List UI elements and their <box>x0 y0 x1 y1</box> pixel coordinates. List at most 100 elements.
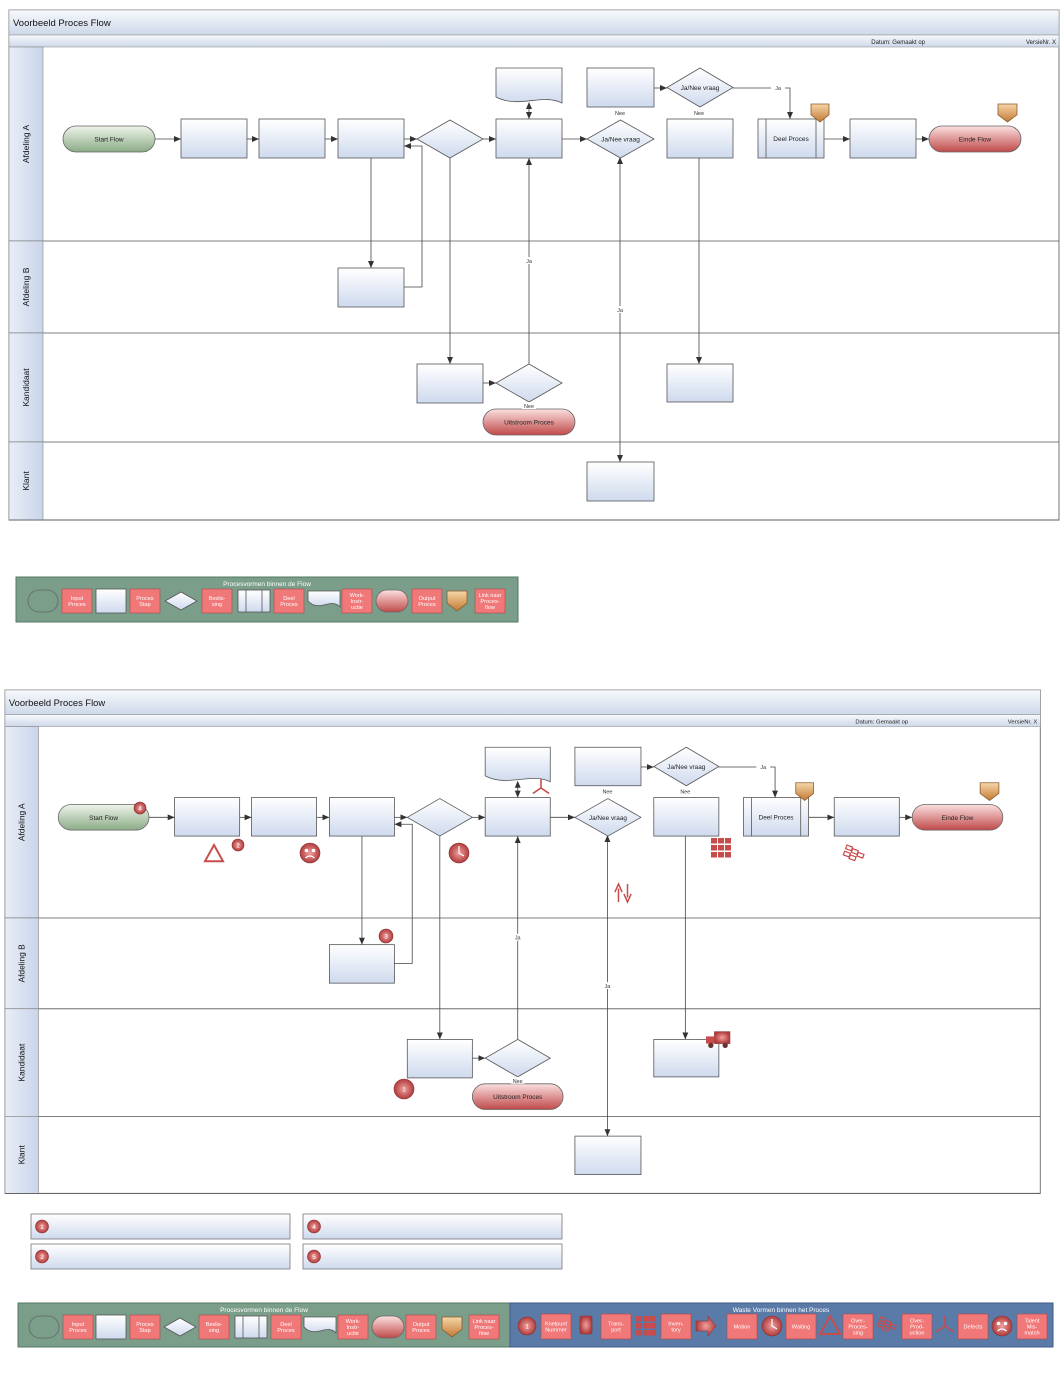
legend-process-box[interactable] <box>95 588 127 614</box>
process-step-b5[interactable] <box>574 746 642 787</box>
label-text-line: Mis- <box>1027 1324 1038 1330</box>
lane-header <box>8 46 44 242</box>
recycle-icon <box>818 1313 842 1335</box>
label-text-line: Beslis- <box>209 596 226 602</box>
link-to-flow-lk1[interactable] <box>795 782 814 802</box>
label-text-line: Stap <box>139 1328 151 1334</box>
knelpunt-field[interactable] <box>302 1243 563 1270</box>
grid-icon <box>711 838 731 858</box>
end-terminator[interactable] <box>928 125 1022 153</box>
process-step-b4[interactable] <box>484 797 551 837</box>
link-to-flow-lk2[interactable] <box>979 782 1000 802</box>
legend-end-shape[interactable] <box>375 589 409 613</box>
link-to-flow-lk2[interactable] <box>997 103 1018 123</box>
badge-icon: 1 <box>35 1219 49 1234</box>
process-step-bB[interactable] <box>328 944 395 984</box>
legend-end-shape[interactable] <box>371 1315 405 1339</box>
process-step-b7[interactable] <box>849 118 917 159</box>
process-step-b6[interactable] <box>666 118 734 159</box>
legend-subprocess-shape[interactable] <box>234 1315 268 1339</box>
link-to-flow-lk1[interactable] <box>810 103 830 123</box>
legend-label: Beslis-sing <box>198 1314 230 1340</box>
process-step-b2[interactable] <box>258 118 326 159</box>
legend-decision-shape[interactable] <box>164 591 198 611</box>
label-text-line: Proces <box>277 1328 295 1334</box>
lane-label: Afdeling A <box>21 125 31 164</box>
legend-label: Beslis-sing <box>201 588 233 614</box>
pallets-icon <box>876 1316 897 1332</box>
process-step-b4[interactable] <box>495 118 563 159</box>
work-instruction-document[interactable] <box>495 67 563 104</box>
label-text-line: sing <box>853 1331 863 1337</box>
sub-process[interactable] <box>757 118 825 159</box>
process-step-bK2[interactable] <box>653 1039 720 1078</box>
lane-header <box>8 441 44 521</box>
connector-arrow <box>733 87 793 119</box>
badge-number: 2 <box>40 1254 44 1261</box>
label-text-line: Over- <box>851 1318 865 1324</box>
label-text-line: Knelpunt <box>545 1321 568 1327</box>
sub-process[interactable] <box>743 797 809 837</box>
decision-d1[interactable] <box>406 798 474 837</box>
work-instruction-document[interactable] <box>484 746 551 783</box>
edge-label-nee: Nee <box>615 111 625 117</box>
legend-document-shape[interactable] <box>303 1316 337 1334</box>
process-step-b7[interactable] <box>833 797 900 837</box>
deel-box[interactable] <box>234 1315 268 1339</box>
decision-d3[interactable] <box>653 746 720 787</box>
process-step-b6[interactable] <box>653 797 720 837</box>
process-step-b3[interactable] <box>337 118 405 159</box>
legend-link-shape[interactable] <box>441 1316 463 1338</box>
decision-d2[interactable] <box>574 798 642 837</box>
swimlane: Klant <box>8 441 1059 521</box>
decision-d1[interactable] <box>416 119 484 159</box>
label-text-line: Proces <box>418 602 436 608</box>
start-terminator[interactable] <box>57 804 150 831</box>
node-label-decision: Ja/Nee vraag <box>601 137 640 144</box>
deel-box[interactable] <box>757 118 825 159</box>
clock-icon <box>448 842 470 864</box>
knelpunt-field[interactable] <box>302 1213 563 1240</box>
process-step-b1[interactable] <box>180 118 248 159</box>
legend-document-shape[interactable] <box>307 590 341 608</box>
process-step-bK2[interactable] <box>666 363 734 403</box>
process-step-b3[interactable] <box>328 797 395 837</box>
start-terminator[interactable] <box>62 125 156 153</box>
process-step-bB[interactable] <box>337 267 405 308</box>
deel-box[interactable] <box>743 797 809 837</box>
knelpunt-field[interactable] <box>30 1213 291 1240</box>
label-text-line: Instr- <box>347 1325 360 1331</box>
lane-label: Klant <box>17 1145 27 1165</box>
label-text: Waiting <box>792 1324 810 1330</box>
legend-process-box[interactable] <box>95 1314 127 1340</box>
process-step-b1[interactable] <box>174 797 241 837</box>
legend-decision-shape[interactable] <box>163 1317 197 1337</box>
label-text-line: match <box>1024 1331 1039 1337</box>
process-step-bKl[interactable] <box>586 461 655 502</box>
knelpunt-field[interactable] <box>30 1243 291 1270</box>
legend-label: Work-Instr-uctie <box>341 588 373 614</box>
legend-link-shape[interactable] <box>446 590 468 612</box>
label-text: Over-Proces-sing <box>848 1318 867 1336</box>
edge-label-nee: Nee <box>694 111 704 117</box>
decision-d3[interactable] <box>666 67 734 108</box>
label-text-line: uctie <box>347 1331 359 1337</box>
decision-d2[interactable] <box>586 119 655 159</box>
end-terminator[interactable] <box>911 804 1004 831</box>
legend-start-shape[interactable] <box>28 1315 60 1339</box>
legends: Procesvormen binnen de FlowInputProcesPr… <box>15 576 1054 1348</box>
process-step-bK1[interactable] <box>406 1039 473 1079</box>
legend-start-shape[interactable] <box>27 589 59 613</box>
grid-icon <box>636 1316 656 1336</box>
process-step-bKl[interactable] <box>574 1135 642 1176</box>
legend-subprocess-shape[interactable] <box>237 589 271 613</box>
deel-box[interactable] <box>237 589 271 613</box>
label-text-line: Proces <box>68 602 86 608</box>
process-step-b5[interactable] <box>586 67 655 108</box>
process-step-b2[interactable] <box>251 797 317 837</box>
process-step-bK1[interactable] <box>416 363 484 404</box>
